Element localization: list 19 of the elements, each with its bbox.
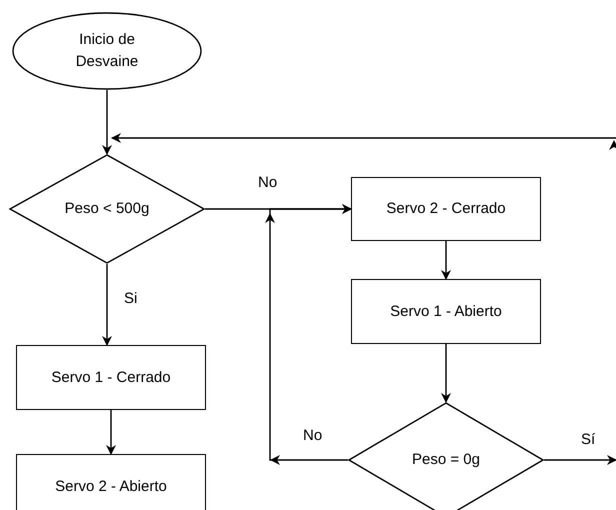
arrow: [106, 410, 116, 455]
node-text: Servo 2 - Abierto: [55, 476, 167, 497]
arrow: [441, 241, 451, 280]
arrow: [111, 133, 616, 143]
arrow: [269, 204, 352, 461]
node-text: Servo 1 - Cerrado: [51, 368, 171, 388]
process-box: [16, 345, 206, 410]
arrow: [102, 90, 112, 155]
arrow: [544, 455, 616, 465]
process-box: [16, 454, 206, 510]
node-text: Servo 1 - Abierto: [390, 302, 502, 322]
node-text: Peso < 500g: [64, 199, 150, 220]
node-text: Peso = 0g: [412, 450, 480, 470]
process-box: [351, 177, 541, 241]
arrow: [102, 264, 112, 346]
process-box: [351, 279, 541, 344]
arrow: [441, 344, 451, 403]
node-text: Inicio de Desvaine: [74, 30, 140, 72]
node-text: Servo 2 - Cerrado: [386, 199, 506, 220]
